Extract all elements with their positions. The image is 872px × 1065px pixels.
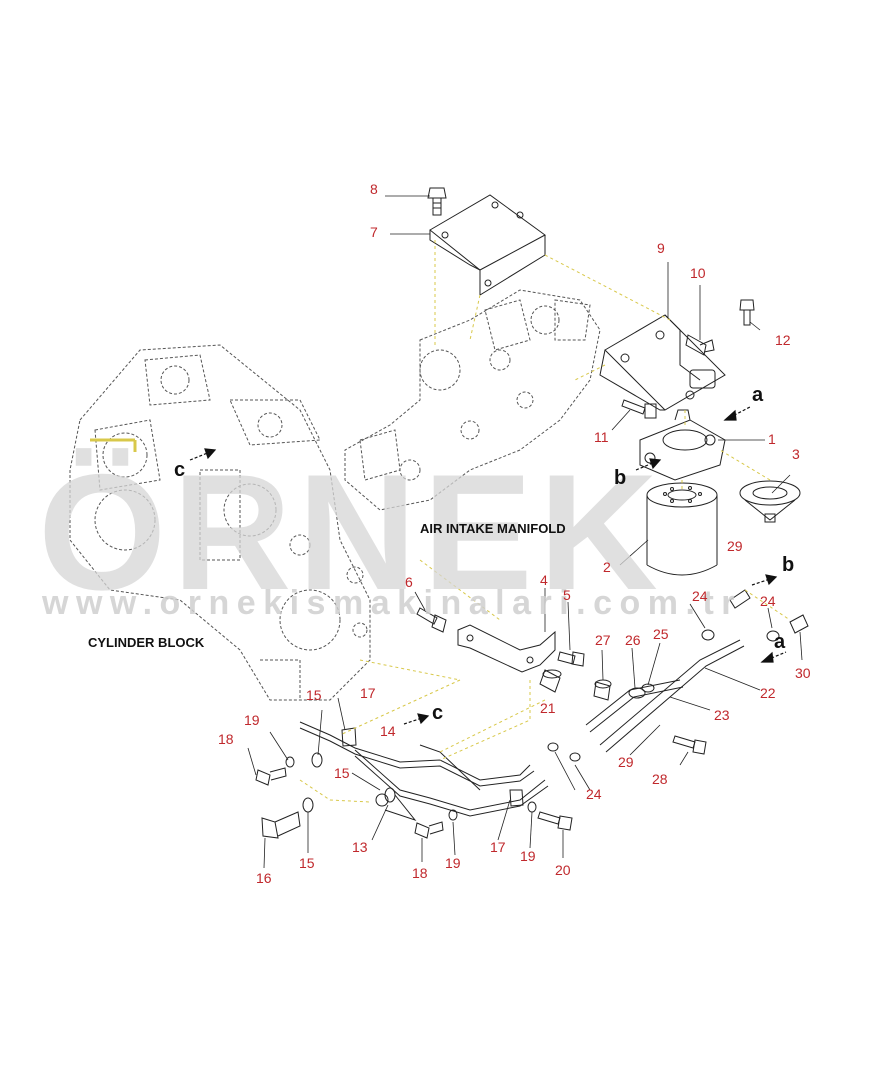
part-26-connector [628,687,646,699]
part-10-bolt [685,334,715,356]
view-arrow-c-block [189,448,217,461]
part-11-bolt [621,399,657,419]
air-intake-manifold-drawing [344,289,601,511]
watermark-brand: ÖRNEK [38,440,664,624]
part-label-3: 3 [792,446,800,462]
part-label-30: 30 [795,665,811,681]
part-label-14: 14 [380,723,396,739]
part-9-filter-bracket [599,314,726,411]
part-27-sleeve [593,679,612,701]
part-label-24-a: 24 [692,588,708,604]
part-label-20: 20 [555,862,571,878]
part-label-13: 13 [352,839,368,855]
watermark-url: www.ornekismakinalari.com.tr [42,584,743,622]
part-28-bolt [672,735,707,755]
part-20-bolt [537,811,573,831]
part-label-15-b: 15 [334,765,350,781]
part-7-bracket [429,194,546,296]
view-arrow-a-upper [723,406,751,421]
part-label-10: 10 [690,265,706,281]
part-21-sleeve [539,669,562,693]
part-14-fuel-pipe [299,721,549,822]
label-leader-lines [247,195,803,869]
part-label-24-c: 24 [586,786,602,802]
part-label-17-a: 17 [360,685,376,701]
view-b-lower: b [782,554,795,576]
view-arrow-c-pipe [403,713,430,725]
part-30-connector [789,614,809,634]
part-16-bolt [261,811,301,839]
part-6-bolt [416,607,447,633]
part-label-9: 9 [657,240,665,256]
part-18-bolts [255,767,444,839]
part-label-29-lower: 29 [618,754,634,770]
part-label-2: 2 [603,559,611,575]
part-22-hose [599,639,745,753]
part-label-5: 5 [563,587,571,603]
view-arrow-b-lower [751,574,778,586]
part-label-12: 12 [775,332,791,348]
part-label-1: 1 [768,431,776,447]
part-label-25: 25 [653,626,669,642]
part-label-19-a: 19 [244,712,260,728]
part-29-connector [729,589,751,609]
part-label-23: 23 [714,707,730,723]
part-label-22: 22 [760,685,776,701]
part-label-21: 21 [540,700,556,716]
view-arrow-a-lower [760,651,787,663]
part-8-bolt [427,187,447,216]
view-b-upper: b [614,467,627,489]
part-label-18-b: 18 [412,865,428,881]
part-label-17-b: 17 [490,839,506,855]
part-label-15-a: 15 [306,687,322,703]
part-label-26: 26 [625,632,641,648]
part-label-11: 11 [594,429,609,445]
part-17-clip [341,727,524,807]
part-15-washers [302,752,396,813]
part-label-19-c: 19 [445,855,461,871]
cylinder-block-drawing [69,344,371,701]
part-label-16: 16 [256,870,272,886]
part-1-filter-head [639,409,726,481]
view-c-pipe: c [432,702,444,724]
part-label-6: 6 [405,574,413,590]
view-c-block: c [174,459,186,481]
view-arrow-b-upper [635,458,662,471]
part-label-28: 28 [652,771,668,787]
part-5-bolt [557,651,585,667]
part-2-fuel-filter [646,482,718,576]
part-label-29-upper: 29 [727,538,743,554]
part-label-15-c: 15 [299,855,315,871]
part-label-7: 7 [370,224,378,240]
view-a-upper: a [752,384,764,406]
part-label-8: 8 [370,181,378,197]
part-24-clamps [547,629,780,762]
part-25-clamp [641,683,655,693]
part-4-pipe-bracket [457,624,556,673]
part-label-4: 4 [540,572,548,588]
part-label-24-b: 24 [760,593,776,609]
part-label-27: 27 [595,632,611,648]
assembly-leader-lines [299,240,791,803]
part-label-18-a: 18 [218,731,234,747]
cylinder-block-label: CYLINDER BLOCK [88,635,205,650]
air-intake-manifold-label: AIR INTAKE MANIFOLD [420,521,566,536]
part-12-bolt [739,299,755,326]
part-3-filter-bowl [739,480,801,523]
view-a-lower: a [774,631,786,653]
part-13-banjo [375,793,389,807]
cylinder-block-yellow-mark [90,438,137,452]
part-label-19-b: 19 [520,848,536,864]
